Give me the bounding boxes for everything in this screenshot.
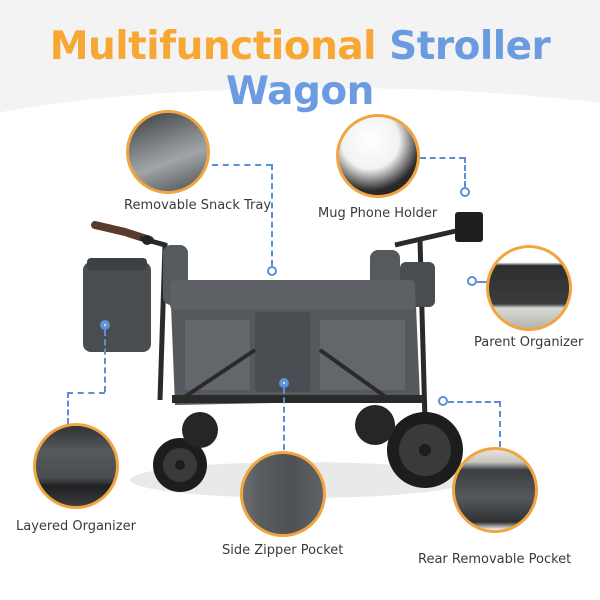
feature-label-side-zipper-pocket: Side Zipper Pocket <box>222 543 344 558</box>
callout-dot <box>267 266 277 276</box>
callout-line <box>104 330 106 392</box>
callout-line <box>499 401 501 447</box>
feature-label-parent-organizer: Parent Organizer <box>474 335 584 350</box>
feature-label-mug-phone-holder: Mug Phone Holder <box>318 206 438 221</box>
title-part-orange: Multifunctional <box>49 24 377 69</box>
snack-tray-photo <box>126 110 210 194</box>
callout-line <box>283 388 285 450</box>
callout-line <box>271 164 273 266</box>
layered-organizer-photo <box>33 423 119 509</box>
callout-dot <box>467 276 477 286</box>
parent-organizer-photo <box>486 245 572 331</box>
callout-dot <box>279 378 289 388</box>
callout-line <box>67 392 69 424</box>
callout-line <box>464 157 466 187</box>
callout-dot <box>100 320 110 330</box>
callout-line <box>477 281 489 283</box>
callout-line <box>67 392 105 394</box>
feature-label-layered-organizer: Layered Organizer <box>16 519 136 534</box>
title-part-blue: Stroller Wagon <box>226 24 551 114</box>
feature-label-rear-removable-pocket: Rear Removable Pocket <box>418 552 572 567</box>
side-zipper-pocket-photo <box>240 451 326 537</box>
rear-removable-pocket-photo <box>452 447 538 533</box>
callout-line <box>212 164 272 166</box>
page-title: Multifunctional Stroller Wagon <box>0 24 600 114</box>
callout-dot <box>438 396 448 406</box>
mug-phone-holder-photo <box>336 114 420 198</box>
callout-line <box>420 157 465 159</box>
callout-dot <box>460 187 470 197</box>
feature-label-snack-tray: Removable Snack Tray <box>124 198 272 213</box>
callout-line <box>448 401 500 403</box>
